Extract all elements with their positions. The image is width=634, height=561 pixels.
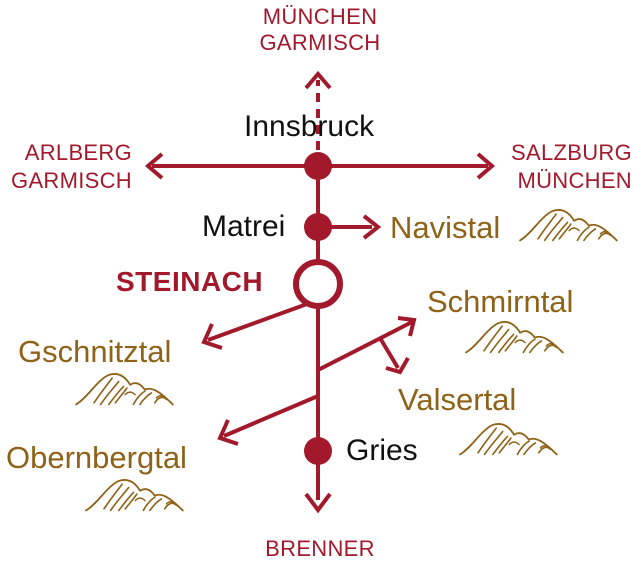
destination-south-line1: BRENNER	[265, 536, 375, 561]
arrow-obernbergtal-icon	[217, 419, 239, 446]
node-gries	[304, 437, 332, 465]
route-obernbergtal	[223, 394, 319, 438]
arrow-east-icon	[476, 152, 496, 180]
valley-navistal: Navistal	[390, 210, 501, 245]
mountain-icon	[75, 372, 174, 406]
valley-obernbergtal: Obernbergtal	[6, 440, 187, 475]
mountain-icon	[519, 208, 618, 242]
node-innsbruck	[304, 152, 332, 180]
destination-north-line2: GARMISCH	[259, 30, 381, 55]
arrow-navistal-icon	[362, 214, 382, 240]
node-matrei	[304, 213, 332, 241]
arrow-valsertal-icon	[385, 357, 410, 375]
route-schmirntal	[317, 320, 413, 372]
destination-east-line2: MÜNCHEN	[517, 168, 632, 193]
arrow-north-icon	[304, 70, 332, 90]
destination-south: BRENNER	[250, 538, 390, 560]
arrow-schmirntal-icon	[397, 316, 417, 337]
town-matrei: Matrei	[202, 210, 286, 243]
destination-east: SALZBURG MÜNCHEN	[494, 142, 632, 192]
destination-west-line2: GARMISCH	[11, 168, 132, 193]
destination-east-line1: SALZBURG	[511, 140, 632, 165]
destination-west-line1: ARLBERG	[24, 140, 132, 165]
mountain-icon	[465, 320, 564, 354]
town-steinach: STEINACH	[116, 266, 264, 297]
town-gries: Gries	[346, 434, 418, 467]
destination-north: MÜNCHEN GARMISCH	[250, 6, 390, 54]
arrow-gschnitztal-icon	[201, 323, 223, 350]
town-innsbruck: Innsbruck	[244, 110, 375, 143]
arrow-west-icon	[144, 152, 164, 180]
route-valsertal	[378, 336, 400, 370]
node-steinach	[293, 259, 343, 309]
destination-west: ARLBERG GARMISCH	[2, 142, 132, 192]
mountain-icon	[85, 478, 184, 512]
valley-gschnitztal: Gschnitztal	[18, 334, 172, 369]
destination-north-line1: MÜNCHEN	[262, 4, 378, 29]
arrow-south-icon	[304, 492, 332, 514]
valley-valsertal: Valsertal	[398, 382, 517, 417]
route-gschnitztal	[207, 298, 319, 342]
valley-schmirntal: Schmirntal	[427, 284, 574, 319]
mountain-icon	[459, 422, 558, 456]
